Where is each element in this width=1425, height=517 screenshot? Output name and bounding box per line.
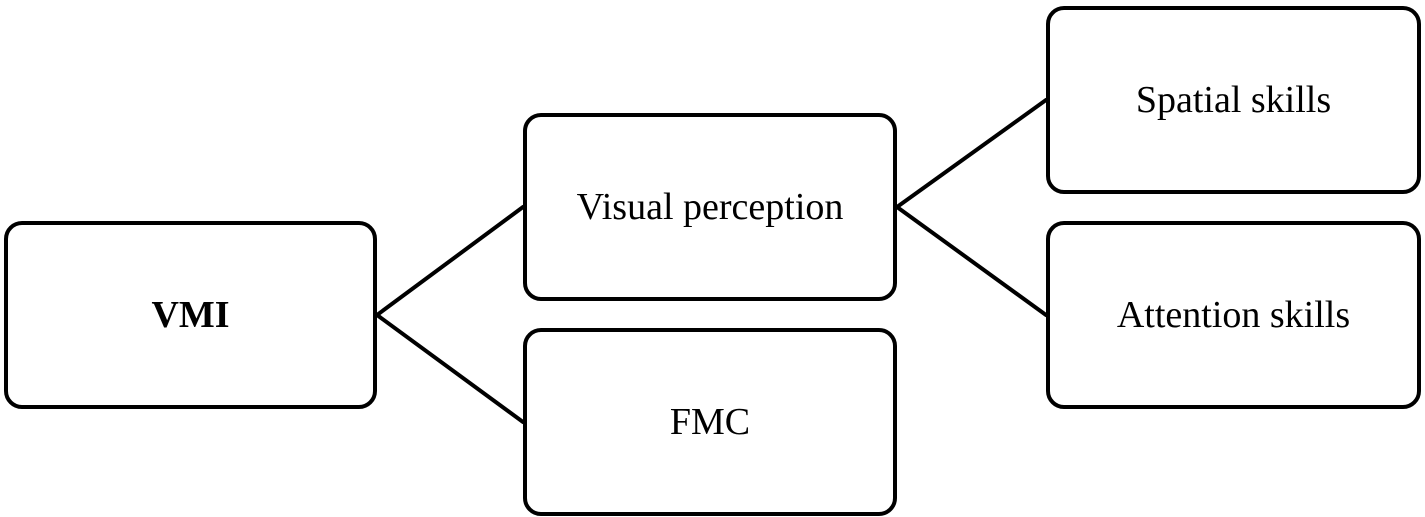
node-spatial-skills: Spatial skills xyxy=(1046,6,1421,194)
edge-vmi-to-fmc xyxy=(375,313,525,424)
node-vmi-label: VMI xyxy=(151,294,230,336)
node-attention-skills-label: Attention skills xyxy=(1116,294,1351,336)
node-spatial-skills-label: Spatial skills xyxy=(1135,79,1332,121)
edge-visual-perception-to-spatial-skills xyxy=(895,98,1048,209)
edge-visual-perception-to-attention-skills xyxy=(895,205,1048,317)
node-visual-perception: Visual perception xyxy=(523,113,897,301)
edge-vmi-to-visual-perception xyxy=(375,205,525,317)
node-fmc-label: FMC xyxy=(669,401,751,443)
node-attention-skills: Attention skills xyxy=(1046,221,1421,409)
node-vmi: VMI xyxy=(4,221,377,409)
node-visual-perception-label: Visual perception xyxy=(576,186,844,228)
node-fmc: FMC xyxy=(523,328,897,516)
